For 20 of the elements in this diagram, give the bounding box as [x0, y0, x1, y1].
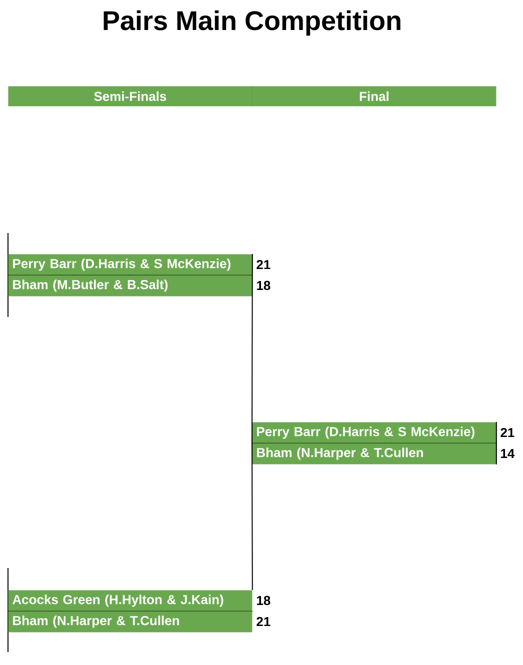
- score: 21: [256, 260, 270, 270]
- score: 21: [256, 616, 270, 626]
- team-cell: Acocks Green (H.Hylton & J.Kain): [8, 590, 253, 612]
- team-cell: Bham (M.Butler & B.Salt): [8, 275, 252, 296]
- node-label: Bham (N.Harper & T.Cullen: [257, 448, 423, 460]
- score: 18: [257, 596, 270, 606]
- score: 21: [500, 428, 514, 438]
- column-header: Final: [252, 86, 496, 107]
- score: 18: [257, 280, 270, 290]
- team-cell: Perry Barr (D.Harris & S McKenzie): [252, 422, 497, 444]
- bracket-line: [252, 442, 253, 590]
- team-cell: Bham (N.Harper & T.Cullen: [252, 442, 497, 465]
- team-cell: Perry Barr (D.Harris & S McKenzie): [8, 254, 253, 276]
- column-header: Semi-Finals: [8, 86, 252, 106]
- node-label: Bham (N.Harper & T.Cullen: [13, 616, 179, 628]
- score: 14: [501, 449, 515, 458]
- bracket-line: [252, 254, 253, 444]
- title: Pairs Main Competition: [104, 10, 400, 36]
- node-label: Bham (M.Butler & B.Salt): [13, 280, 168, 292]
- team-cell: Bham (N.Harper & T.Cullen: [8, 611, 252, 632]
